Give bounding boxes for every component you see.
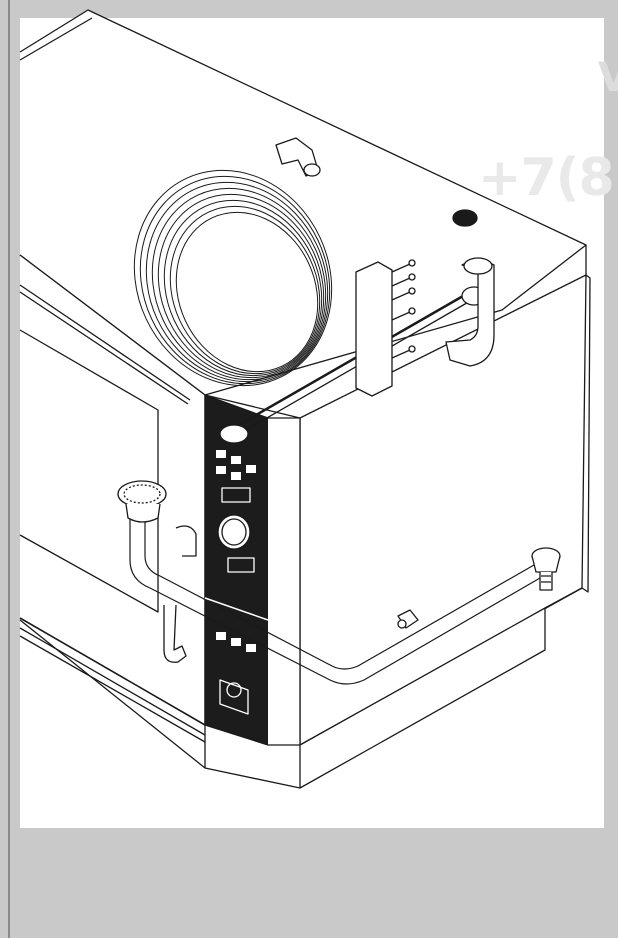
control-buttons-bottom xyxy=(216,632,256,652)
drain-pipe xyxy=(129,508,541,685)
control-knob xyxy=(217,514,251,550)
watermark-mark: V xyxy=(598,55,618,101)
drain-funnel xyxy=(117,480,167,523)
connector-fittings xyxy=(391,259,416,359)
oven-base xyxy=(299,607,546,789)
control-panel-column xyxy=(204,394,269,746)
coiled-water-hose xyxy=(133,169,333,387)
probe-handle xyxy=(219,424,249,444)
screw-fitting xyxy=(397,609,419,629)
lower-bend-pipe xyxy=(163,604,187,663)
vent-hole xyxy=(452,209,478,227)
elbow-fitting xyxy=(275,137,321,177)
mounting-block xyxy=(355,261,393,397)
display-window-bottom xyxy=(227,557,255,573)
oven-door-bottom-bar xyxy=(19,617,206,726)
frame-left-rule xyxy=(8,0,10,938)
control-buttons-top xyxy=(216,450,256,480)
probe-rod xyxy=(229,290,471,432)
side-pipe xyxy=(175,525,197,557)
steam-pipe xyxy=(445,257,495,367)
pressure-valve xyxy=(531,547,561,591)
display-window-top xyxy=(221,487,251,503)
lower-knob xyxy=(226,682,242,698)
watermark-text: +7(8 xyxy=(478,148,615,208)
